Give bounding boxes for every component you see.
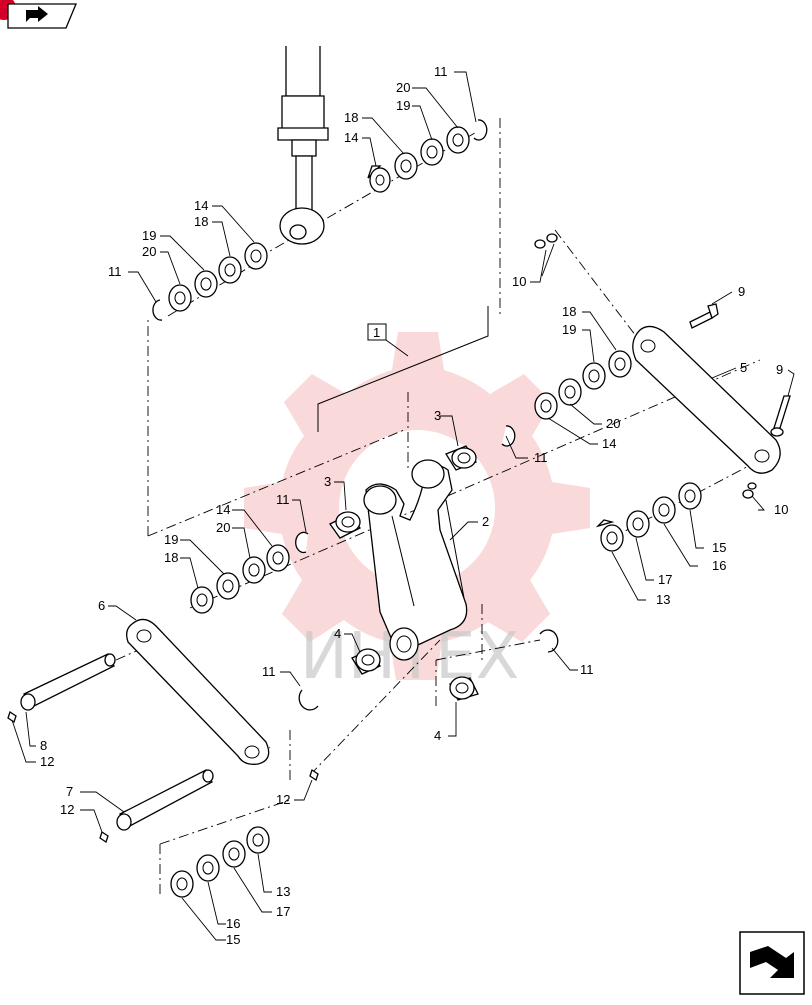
- callout-14: 14: [194, 198, 208, 213]
- washer-stack-right-lower: [595, 482, 702, 552]
- bolt-12-b: [99, 830, 109, 844]
- callout-3: 3: [324, 474, 331, 489]
- callout-19: 19: [164, 532, 178, 547]
- nut-10-top: [534, 233, 558, 249]
- lever-2: [363, 459, 468, 661]
- callout-16: 16: [226, 916, 240, 931]
- callout-11: 11: [108, 264, 122, 279]
- callout-2: 2: [482, 514, 489, 529]
- callout-20: 20: [396, 80, 410, 95]
- callout-7: 7: [66, 784, 73, 799]
- bolt-9-right: [770, 395, 791, 437]
- callout-18: 18: [562, 304, 576, 319]
- washer-stack-bottom: [170, 826, 270, 898]
- callout-13: 13: [276, 884, 290, 899]
- snap-ring-11-lower-left: [298, 689, 319, 711]
- callout-9: 9: [776, 362, 783, 377]
- callout-numbers: 11 20 19 18 14 14 18 19 20 11 10 9 18 19…: [40, 64, 788, 947]
- callout-9: 9: [738, 284, 745, 299]
- callout-18: 18: [164, 550, 178, 565]
- callout-14: 14: [216, 502, 230, 517]
- nut-10-right: [742, 482, 757, 499]
- callout-6: 6: [98, 598, 105, 613]
- forward-nav-button[interactable]: [739, 931, 805, 995]
- callout-19: 19: [562, 322, 576, 337]
- callout-12: 12: [60, 802, 74, 817]
- washer-stack-left-middle: [190, 531, 309, 614]
- back-arrow-icon: [26, 6, 48, 22]
- callout-4: 4: [334, 626, 341, 641]
- callout-16: 16: [712, 558, 726, 573]
- callout-13: 13: [656, 592, 670, 607]
- watermark-gear-icon: [244, 332, 590, 680]
- callout-14: 14: [344, 130, 358, 145]
- callout-20: 20: [142, 244, 156, 259]
- callout-5: 5: [740, 360, 747, 375]
- callout-3: 3: [434, 408, 441, 423]
- forward-arrow-icon: [750, 946, 794, 978]
- callout-14: 14: [602, 436, 616, 451]
- pin-8: [20, 653, 116, 711]
- bushing-3-top: [445, 445, 477, 471]
- callout-18: 18: [194, 214, 208, 229]
- callout-10: 10: [774, 502, 788, 517]
- callout-19: 19: [396, 98, 410, 113]
- pin-7: [116, 769, 214, 831]
- bushing-3-left: [329, 511, 361, 539]
- callout-11: 11: [262, 664, 276, 679]
- callout-12: 12: [276, 792, 290, 807]
- callout-10: 10: [512, 274, 526, 289]
- bolt-12-a: [7, 710, 17, 724]
- callout-11: 11: [534, 450, 548, 465]
- washer-stack-top-right: [367, 119, 488, 193]
- washer-stack-top-left: [152, 242, 268, 321]
- bolt-9-top: [689, 303, 719, 329]
- callout-8: 8: [40, 738, 47, 753]
- link-5: [632, 325, 781, 474]
- back-nav-button[interactable]: [0, 0, 77, 29]
- callout-11: 11: [276, 492, 290, 507]
- leader-lines: [11, 71, 795, 941]
- callout-17: 17: [658, 572, 672, 587]
- hydraulic-cylinder: [277, 46, 329, 245]
- callout-17: 17: [276, 904, 290, 919]
- callout-4: 4: [434, 728, 441, 743]
- callout-11: 11: [580, 662, 594, 677]
- snap-ring-11-lower-right: [539, 629, 559, 653]
- assembly-label: 1: [373, 325, 380, 340]
- callout-18: 18: [344, 110, 358, 125]
- bushing-4-right: [449, 676, 479, 701]
- bolt-12-c: [309, 768, 319, 782]
- callout-20: 20: [216, 520, 230, 535]
- callout-12: 12: [40, 754, 54, 769]
- washer-stack-right-middle: [501, 350, 632, 447]
- bushing-4-left: [351, 648, 381, 675]
- link-6: [126, 618, 270, 765]
- callout-20: 20: [606, 416, 620, 431]
- callout-11: 11: [434, 64, 448, 79]
- callout-15: 15: [712, 540, 726, 555]
- callout-19: 19: [142, 228, 156, 243]
- callout-15: 15: [226, 932, 240, 947]
